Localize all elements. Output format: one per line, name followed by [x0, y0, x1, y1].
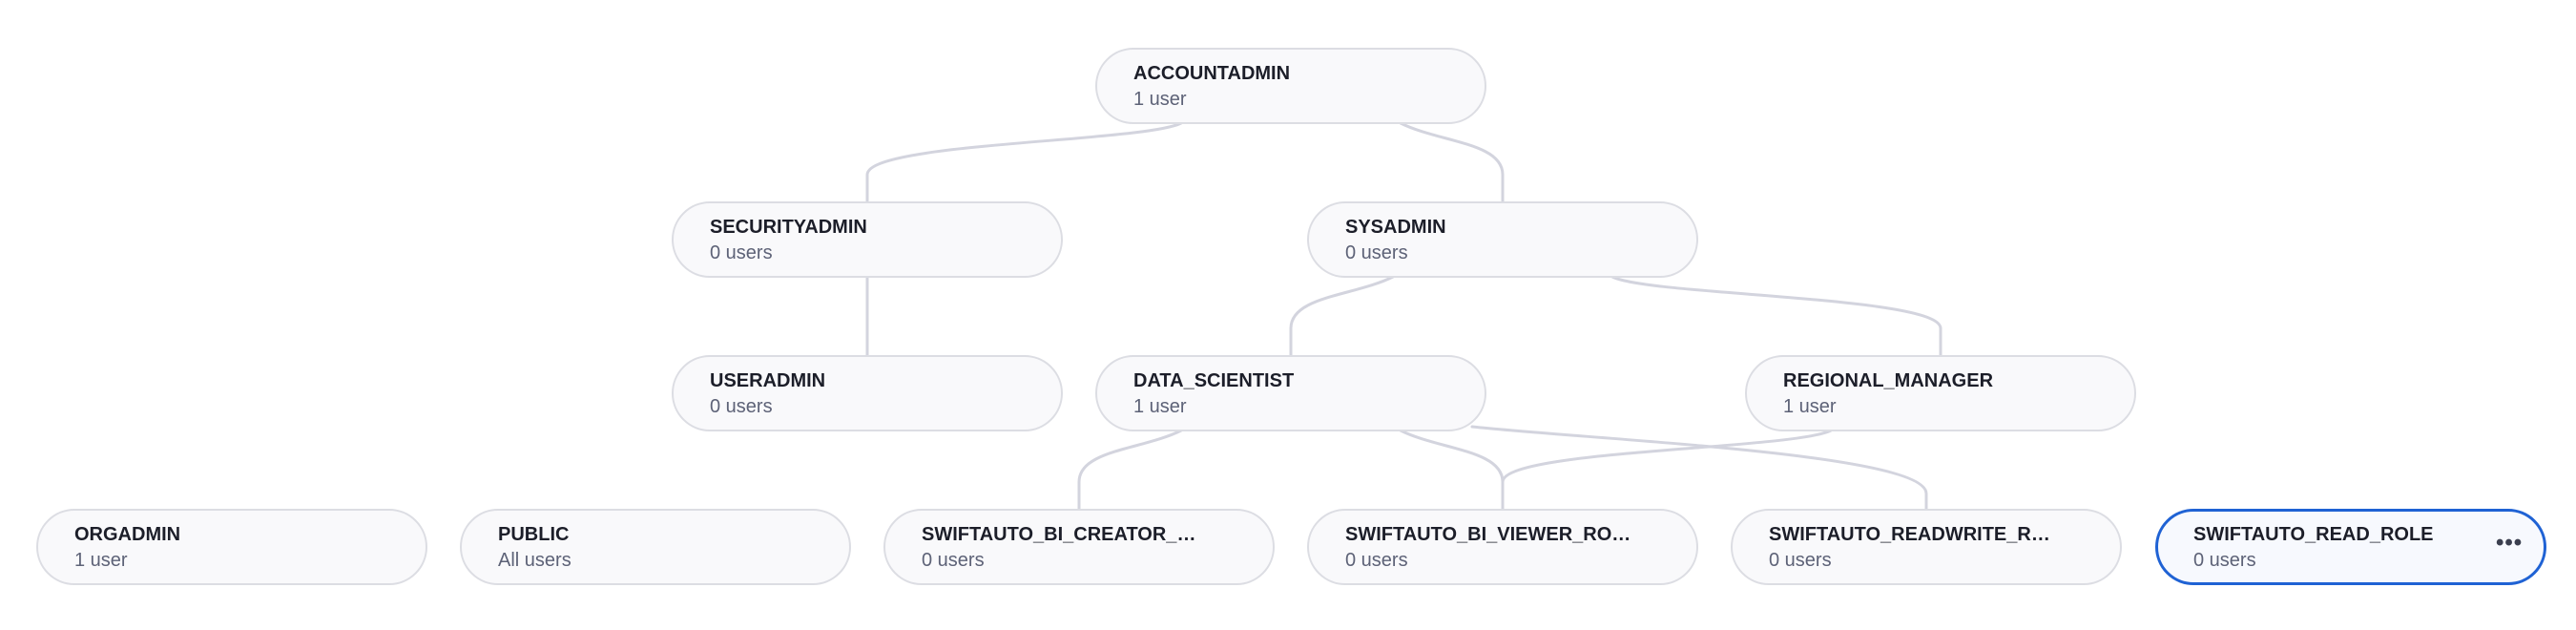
role-user-count: 1 user — [1783, 396, 1837, 417]
role-node-sysadmin[interactable]: SYSADMIN 0 users — [1307, 201, 1698, 278]
role-user-count: 1 user — [74, 550, 128, 571]
role-node-swiftauto-bi-viewer[interactable]: SWIFTAUTO_BI_VIEWER_ROLE 0 users — [1307, 509, 1698, 585]
role-name: REGIONAL_MANAGER — [1783, 370, 1994, 391]
role-name: SECURITYADMIN — [710, 217, 867, 238]
edge-data_scientist-bi_creator — [1077, 429, 1183, 511]
edge-accountadmin-securityadmin — [865, 121, 1183, 203]
role-name: SWIFTAUTO_READ_ROLE — [2193, 524, 2434, 545]
role-user-count: 0 users — [2193, 550, 2256, 571]
role-name: ORGADMIN — [74, 524, 181, 545]
role-node-public[interactable]: PUBLIC All users — [460, 509, 851, 585]
edge-regional_manager-bi_viewer — [1501, 429, 1833, 511]
role-node-swiftauto-readwrite[interactable]: SWIFTAUTO_READWRITE_ROLE 0 users — [1731, 509, 2122, 585]
role-name: PUBLIC — [498, 524, 570, 545]
role-user-count: 1 user — [1133, 396, 1187, 417]
role-user-count: 0 users — [1345, 550, 1408, 571]
more-horizontal-icon[interactable]: ••• — [2496, 530, 2524, 556]
role-node-accountadmin[interactable]: ACCOUNTADMIN 1 user — [1095, 48, 1486, 124]
role-name: USERADMIN — [710, 370, 826, 391]
role-user-count: All users — [498, 550, 571, 571]
role-user-count: 0 users — [1769, 550, 1832, 571]
role-node-useradmin[interactable]: USERADMIN 0 users — [672, 355, 1063, 431]
edge-accountadmin-sysadmin — [1399, 121, 1505, 203]
role-name: SYSADMIN — [1345, 217, 1446, 238]
edge-data_scientist-readwrite — [1470, 425, 1928, 511]
role-user-count: 1 user — [1133, 89, 1187, 110]
edge-sysadmin-regional_manager — [1610, 275, 1942, 357]
role-user-count: 0 users — [710, 242, 773, 263]
edge-data_scientist-bi_viewer — [1399, 429, 1505, 511]
role-node-swiftauto-bi-creator[interactable]: SWIFTAUTO_BI_CREATOR_RO... 0 users — [883, 509, 1275, 585]
role-node-orgadmin[interactable]: ORGADMIN 1 user — [36, 509, 427, 585]
edge-sysadmin-data_scientist — [1289, 275, 1395, 357]
role-name: DATA_SCIENTIST — [1133, 370, 1295, 391]
role-name: SWIFTAUTO_READWRITE_ROLE — [1769, 524, 2055, 545]
role-node-swiftauto-read-role[interactable]: SWIFTAUTO_READ_ROLE 0 users ••• — [2155, 509, 2546, 585]
role-user-count: 0 users — [710, 396, 773, 417]
role-user-count: 0 users — [1345, 242, 1408, 263]
role-node-securityadmin[interactable]: SECURITYADMIN 0 users — [672, 201, 1063, 278]
role-name: SWIFTAUTO_BI_CREATOR_RO... — [922, 524, 1208, 545]
role-user-count: 0 users — [922, 550, 985, 571]
role-name: ACCOUNTADMIN — [1133, 63, 1291, 84]
role-node-data-scientist[interactable]: DATA_SCIENTIST 1 user — [1095, 355, 1486, 431]
role-name: SWIFTAUTO_BI_VIEWER_ROLE — [1345, 524, 1631, 545]
role-node-regional-manager[interactable]: REGIONAL_MANAGER 1 user — [1745, 355, 2136, 431]
